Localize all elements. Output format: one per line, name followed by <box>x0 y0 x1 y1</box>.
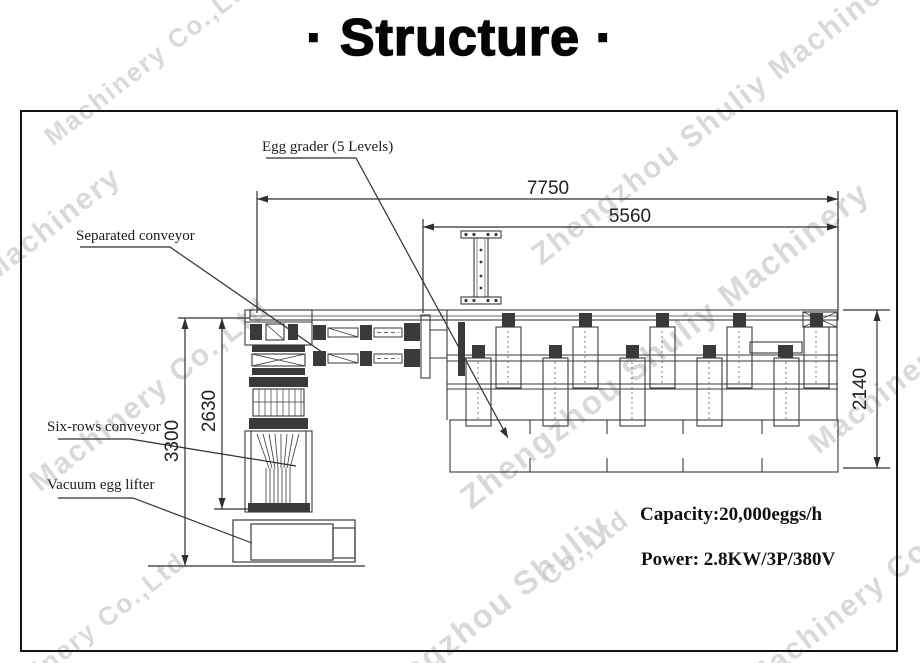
dimension-conveyor-height: 2630 <box>199 389 220 433</box>
machine-outline <box>249 309 839 473</box>
separated-conveyor-arms <box>313 323 420 367</box>
dimension-arrows <box>181 195 881 566</box>
ibeam-detail <box>460 230 502 305</box>
dimension-grader-height: 2140 <box>850 367 871 411</box>
dimension-overall-length: 7750 <box>526 178 570 199</box>
diagram-border <box>20 110 898 652</box>
leader-arrow <box>500 427 508 438</box>
spec-capacity: Capacity:20,000eggs/h <box>640 504 823 525</box>
label-vacuum-egg-lifter: Vacuum egg lifter <box>47 477 155 493</box>
label-six-rows-conveyor: Six-rows conveyor <box>47 419 161 435</box>
dimension-overall-height: 3300 <box>162 419 183 463</box>
conveyor-tower <box>244 309 313 513</box>
spec-power: Power: 2.8KW/3P/380V <box>641 549 836 570</box>
dimension-lines <box>148 191 890 567</box>
grader-modules <box>458 313 830 427</box>
vacuum-egg-lifter-box <box>232 519 356 563</box>
label-separated-conveyor: Separated conveyor <box>76 228 195 244</box>
label-egg-grader: Egg grader (5 Levels) <box>262 139 394 155</box>
dimension-grader-length: 5560 <box>608 206 652 227</box>
leader-lines <box>58 157 509 544</box>
page-title: · Structure · <box>305 8 614 68</box>
